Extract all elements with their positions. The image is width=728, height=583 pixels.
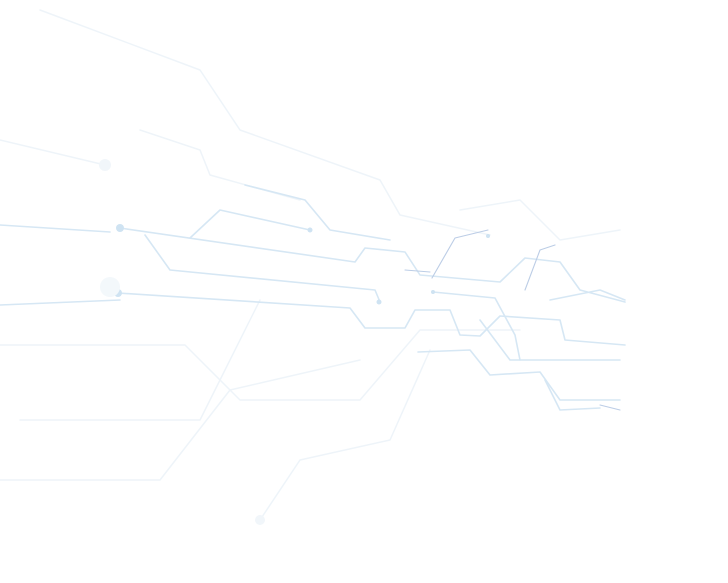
primary-lines	[0, 184, 626, 411]
accent-lines	[404, 229, 621, 411]
faint-lines	[0, 9, 621, 521]
circuit-nodes	[99, 159, 490, 525]
